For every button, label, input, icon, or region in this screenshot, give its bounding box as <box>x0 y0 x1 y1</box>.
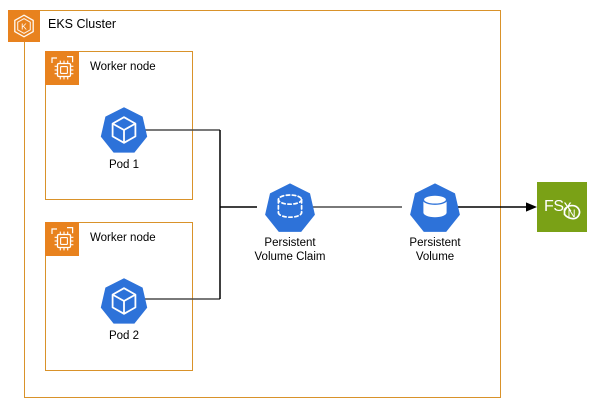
persistent-volume-node[interactable]: Persistent Volume <box>380 180 490 264</box>
persistent-volume-claim-node[interactable]: Persistent Volume Claim <box>235 180 345 264</box>
pod-node-2[interactable]: Pod 2 <box>74 275 174 344</box>
persistent-volume-label: Persistent Volume <box>409 237 461 263</box>
persistent-volume-claim-label: Persistent Volume Claim <box>254 237 326 263</box>
fsx-netapp-ontap-icon[interactable]: FSx N <box>537 182 587 232</box>
kubernetes-pv-icon <box>380 180 490 234</box>
svg-text:K: K <box>21 21 27 31</box>
eks-cluster-icon: K <box>8 10 40 42</box>
cpu-chip-icon <box>45 51 80 86</box>
pod-label-2: Pod 2 <box>108 330 140 342</box>
kubernetes-pvc-icon <box>235 180 345 234</box>
pod-label-1: Pod 1 <box>108 159 140 171</box>
worker-node-box-1: Worker node <box>45 51 193 200</box>
cpu-chip-icon <box>45 222 80 257</box>
svg-text:N: N <box>568 208 576 220</box>
pod-node-1[interactable]: Pod 1 <box>74 104 174 173</box>
worker-node-box-2: Worker node <box>45 222 193 371</box>
kubernetes-pod-icon <box>74 104 174 156</box>
eks-cluster-boundary <box>24 10 501 398</box>
eks-cluster-label: EKS Cluster <box>48 17 117 31</box>
kubernetes-pod-icon <box>74 275 174 327</box>
worker-node-label-1: Worker node <box>90 61 156 73</box>
worker-node-label-2: Worker node <box>90 232 156 244</box>
